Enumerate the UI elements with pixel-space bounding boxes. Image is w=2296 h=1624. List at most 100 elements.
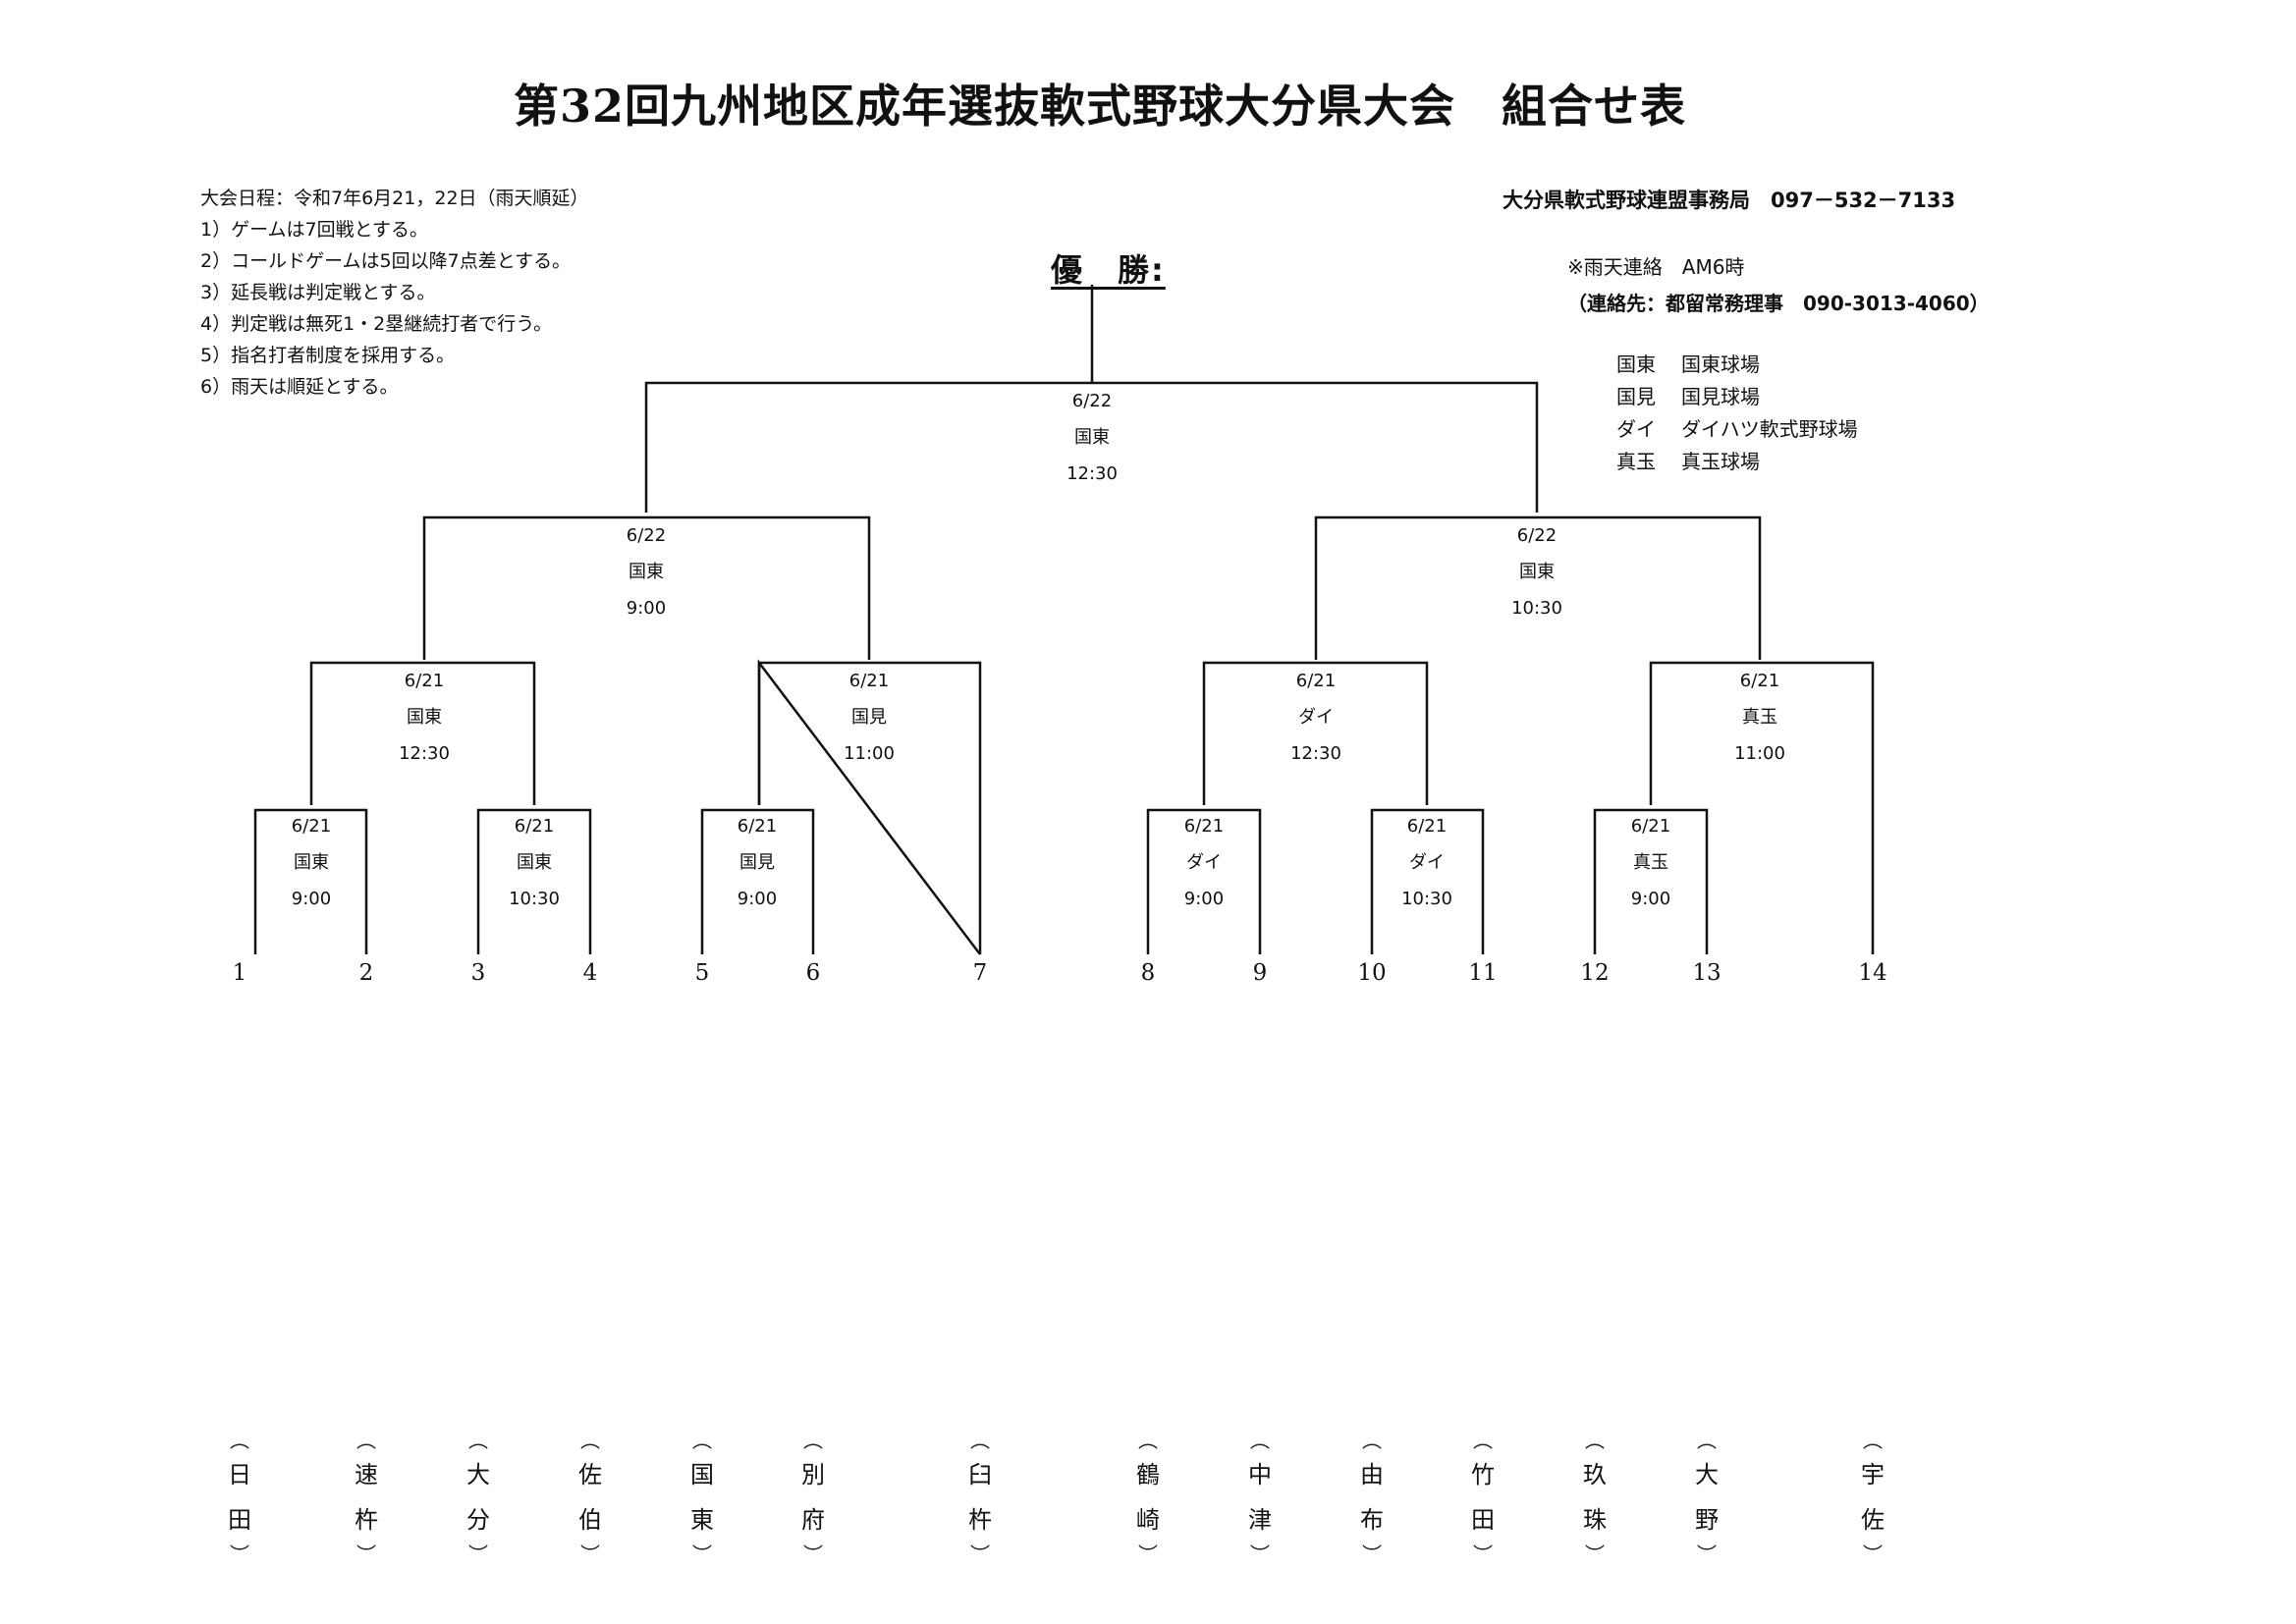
team-char: 珠 — [1583, 1506, 1607, 1534]
slot-number: 13 — [1692, 960, 1722, 986]
team-name: ︵ 宇 佐 ︶ — [1851, 1429, 1894, 1566]
match-time: 12:30 — [1066, 463, 1118, 484]
team-char: 由 — [1360, 1461, 1384, 1489]
note-schedule: 大会日程：令和7年6月21，22日（雨天順延） — [200, 188, 589, 209]
match-venue: 国東 — [407, 707, 442, 728]
match-time: 9:00 — [1630, 889, 1671, 909]
paren-close: ︶ — [1250, 1543, 1270, 1566]
team-char: 玖 — [1583, 1461, 1607, 1489]
match-time: 11:00 — [1734, 743, 1785, 764]
slot-number: 6 — [805, 960, 821, 986]
venue-abbr: 国見 — [1616, 385, 1656, 408]
bracket-line — [309, 661, 536, 805]
match-round1-2: 6/21 国東 10:30 — [461, 808, 608, 917]
paren-open: ︵ — [1585, 1429, 1605, 1452]
paren-close: ︶ — [468, 1543, 488, 1566]
bracket-line — [1370, 808, 1485, 954]
note-rain: 6）雨天は順延とする。 — [200, 376, 399, 398]
team-char: 大 — [466, 1461, 490, 1489]
team-char: 伯 — [578, 1506, 602, 1534]
team-char: 布 — [1360, 1506, 1384, 1534]
match-date: 6/21 — [404, 671, 445, 691]
match-time: 10:30 — [509, 889, 560, 909]
match-venue: ダイ — [1186, 852, 1222, 873]
match-round1-4: 6/21 ダイ 9:00 — [1130, 808, 1278, 917]
match-time: 12:30 — [399, 743, 450, 764]
note-innings: 1）ゲームは7回戦とする。 — [200, 219, 429, 241]
match-venue: 国東 — [517, 852, 552, 873]
paren-open: ︵ — [1362, 1429, 1382, 1452]
match-date: 6/22 — [1516, 525, 1558, 546]
paren-open: ︵ — [692, 1429, 712, 1452]
match-quarterfinal-3: 6/21 ダイ 12:30 — [1242, 663, 1390, 772]
venue-name: ダイハツ軟式野球場 — [1681, 417, 1858, 441]
match-date: 6/21 — [737, 816, 778, 837]
venue-abbr: 国東 — [1616, 352, 1656, 376]
slot-number: 14 — [1858, 960, 1887, 986]
paren-open: ︵ — [803, 1429, 823, 1452]
paren-close: ︶ — [580, 1543, 600, 1566]
rain-contact-person: （連絡先：都留常務理事 090-3013-4060） — [1567, 292, 1990, 315]
paren-close: ︶ — [692, 1543, 712, 1566]
team-char: 杵 — [355, 1506, 378, 1534]
venue-abbr: ダイ — [1616, 417, 1656, 441]
team-name: ︵ 玖 珠 ︶ — [1573, 1429, 1616, 1566]
match-quarterfinal-1: 6/21 国東 12:30 — [351, 663, 498, 772]
slot-number: 2 — [358, 960, 374, 986]
match-date: 6/21 — [1630, 816, 1671, 837]
paren-open: ︵ — [1697, 1429, 1717, 1452]
paren-close: ︶ — [1138, 1543, 1158, 1566]
paren-open: ︵ — [356, 1429, 376, 1452]
match-time: 10:30 — [1401, 889, 1452, 909]
match-time: 10:30 — [1511, 598, 1562, 619]
paren-close: ︶ — [1697, 1543, 1717, 1566]
venue-row: 国東 国東球場 — [1616, 349, 1858, 381]
match-time: 9:00 — [626, 598, 667, 619]
slot-number: 9 — [1252, 960, 1268, 986]
team-name: ︵ 中 津 ︶ — [1238, 1429, 1282, 1566]
paren-open: ︵ — [970, 1429, 990, 1452]
team-name: ︵ 大 野 ︶ — [1685, 1429, 1728, 1566]
page-title: 第32回九州地区成年選抜軟式野球大分県大会 組合せ表 — [513, 80, 1686, 133]
bracket-line — [1146, 808, 1262, 954]
paren-open: ︵ — [1250, 1429, 1270, 1452]
slot-number: 12 — [1580, 960, 1610, 986]
paren-close: ︶ — [803, 1543, 823, 1566]
match-venue: 真玉 — [1633, 852, 1668, 873]
match-date: 6/22 — [626, 525, 667, 546]
team-char: 鶴 — [1136, 1461, 1160, 1489]
paren-close: ︶ — [970, 1543, 990, 1566]
slot-number: 3 — [470, 960, 486, 986]
office-contact: 大分県軟式野球連盟事務局 097－532－7133 — [1503, 189, 1956, 212]
team-char: 速 — [355, 1461, 378, 1489]
team-char: 杵 — [968, 1506, 992, 1534]
team-char: 府 — [801, 1506, 825, 1534]
champion-label: 優 勝: — [1051, 251, 1166, 289]
match-venue: 国東 — [629, 562, 664, 582]
bracket-line — [1314, 515, 1762, 660]
match-round1-6: 6/21 真玉 9:00 — [1577, 808, 1724, 917]
match-venue: ダイ — [1409, 852, 1445, 873]
team-char: 東 — [690, 1506, 714, 1534]
team-name: ︵ 大 分 ︶ — [457, 1429, 500, 1566]
match-time: 12:30 — [1290, 743, 1341, 764]
venue-name: 国東球場 — [1681, 352, 1760, 376]
tournament-notes: 大会日程：令和7年6月21，22日（雨天順延） 1）ゲームは7回戦とする。 2）… — [200, 183, 589, 403]
match-date: 6/21 — [1183, 816, 1225, 837]
venue-name: 国見球場 — [1681, 385, 1760, 408]
team-char: 佐 — [1861, 1506, 1885, 1534]
bracket-line — [1202, 661, 1429, 805]
bracket-line — [253, 808, 368, 954]
match-quarterfinal-2: 6/21 国見 11:00 — [795, 663, 943, 772]
team-char: 大 — [1695, 1461, 1719, 1489]
match-date: 6/21 — [291, 816, 332, 837]
match-semi-left: 6/22 国東 9:00 — [573, 517, 720, 626]
match-date: 6/21 — [848, 671, 890, 691]
team-char: 日 — [228, 1461, 251, 1489]
paren-close: ︶ — [356, 1543, 376, 1566]
bracket-line — [422, 515, 871, 660]
paren-open: ︵ — [230, 1429, 249, 1452]
note-extra-innings: 3）延長戦は判定戦とする。 — [200, 282, 436, 303]
match-date: 6/21 — [1739, 671, 1780, 691]
